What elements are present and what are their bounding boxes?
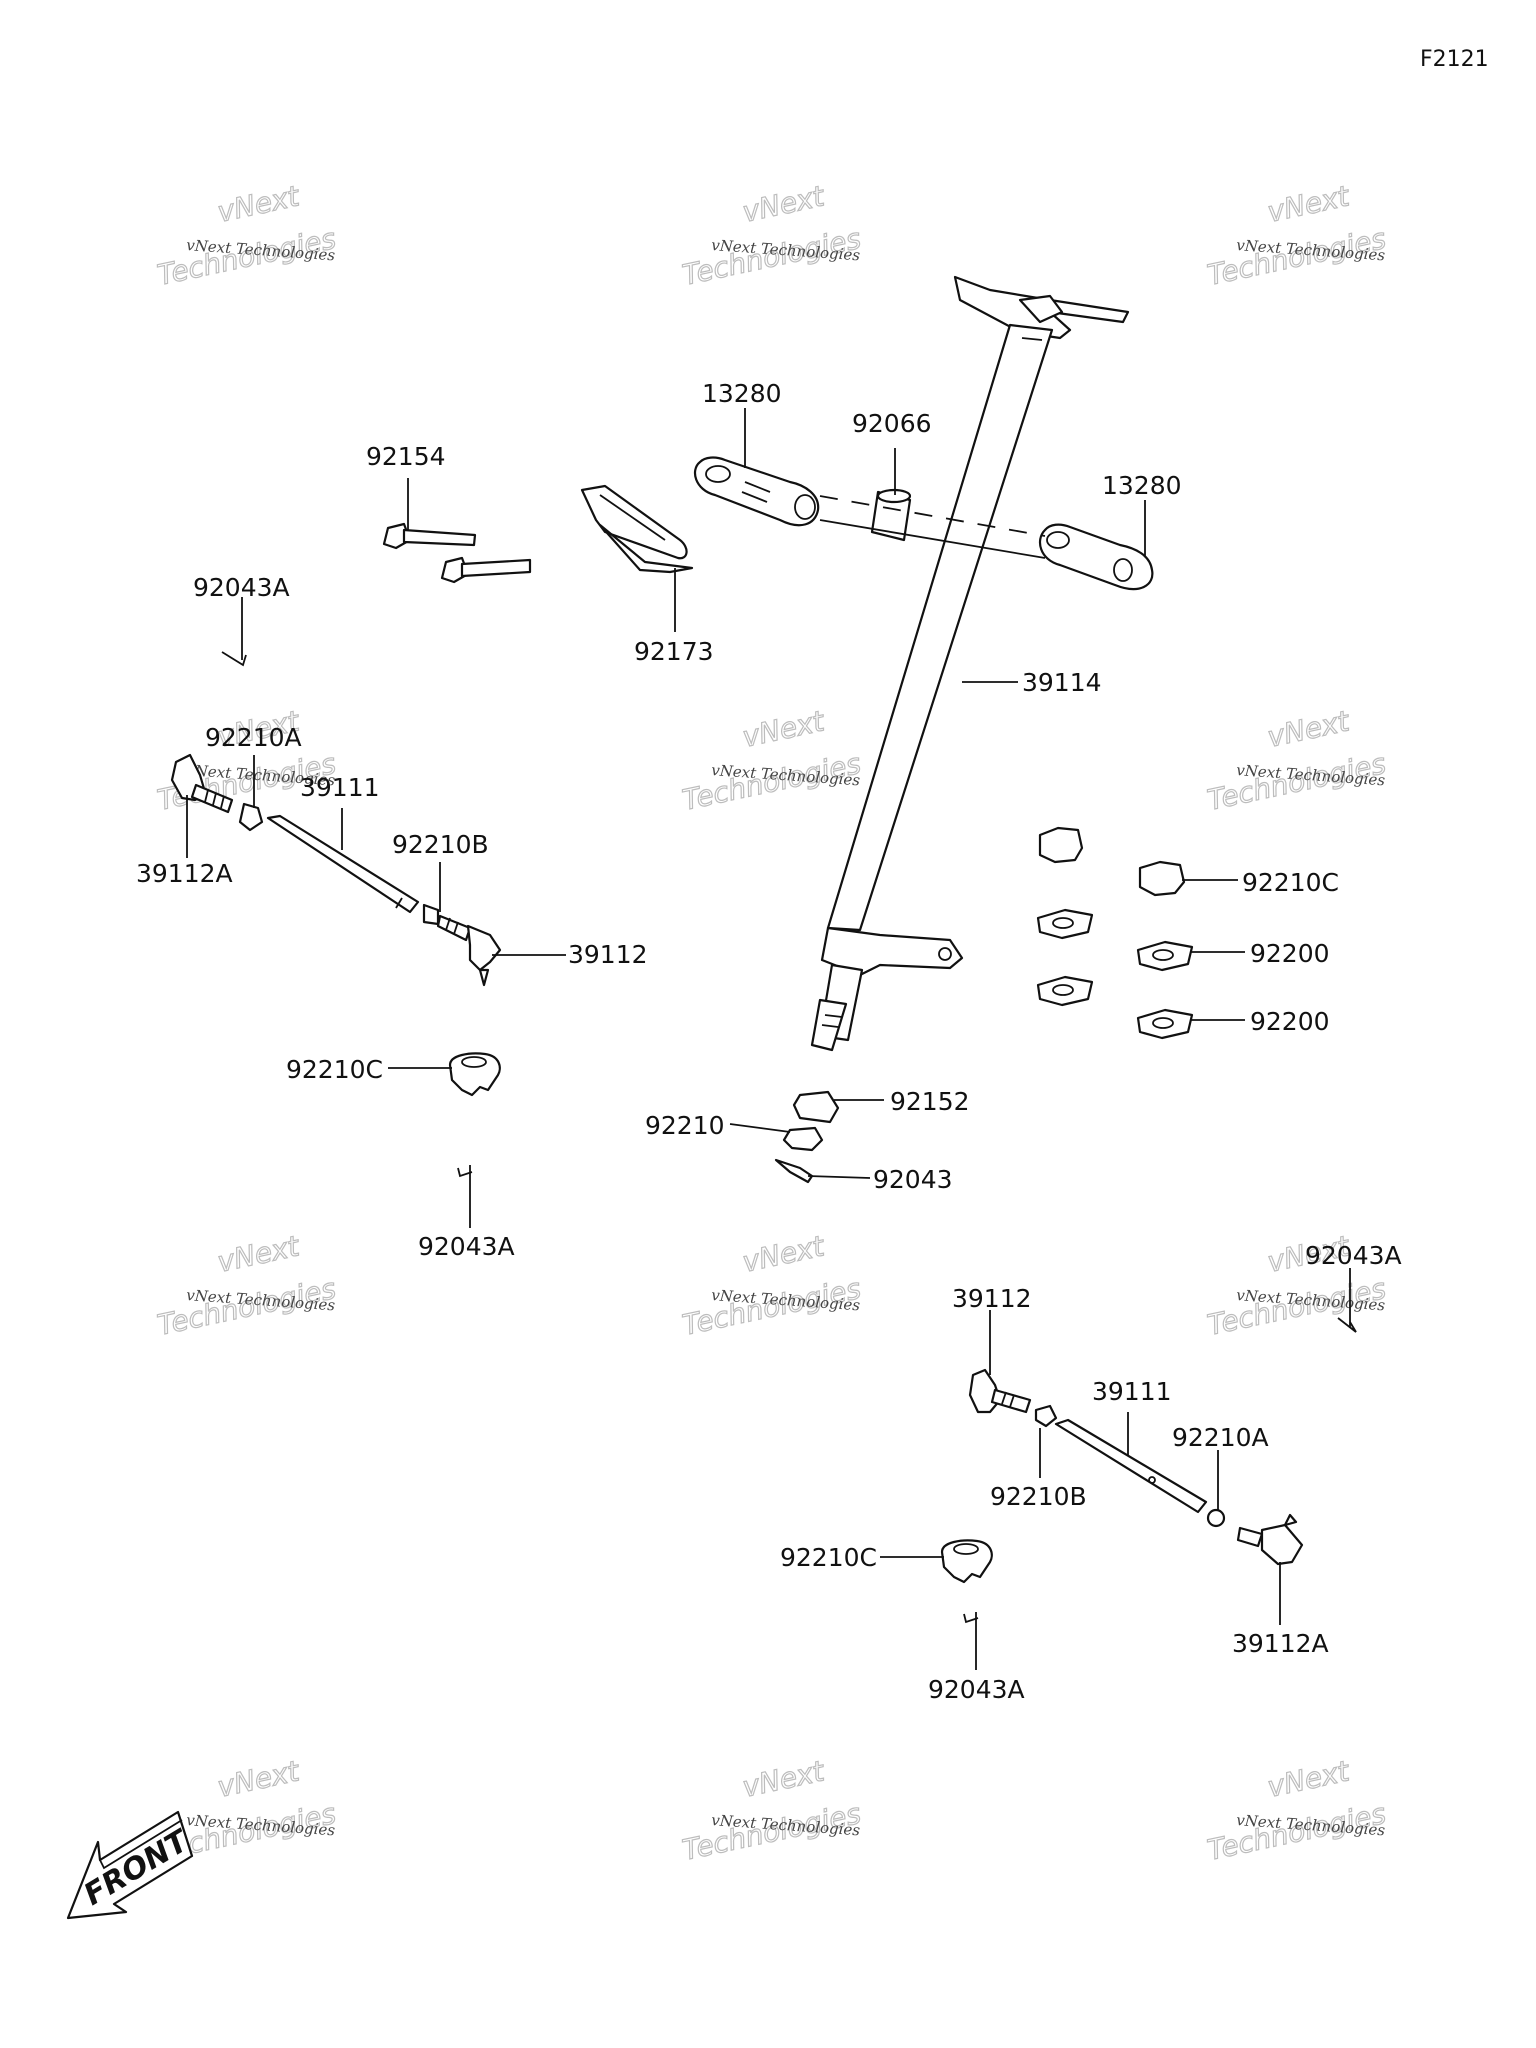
front-arrow: FRONT (66, 1810, 197, 1920)
watermark-2: vNext Technologies vNext Technologies (679, 179, 864, 293)
bracket-13280-right (1038, 523, 1154, 591)
callout-39111-right: 39111 (1092, 1377, 1172, 1406)
callout-92210B-left: 92210B (392, 830, 489, 859)
watermark-8: vNext Technologies vNext Technologies (679, 1229, 864, 1343)
callout-92200-a: 92200 (1250, 939, 1330, 968)
callout-92043A-top-right: 92043A (1305, 1241, 1402, 1270)
callout-92200-b: 92200 (1250, 1007, 1330, 1036)
pin-92043A-top-right (1337, 1317, 1357, 1333)
castle-nut-92210C-b (1138, 860, 1186, 897)
callout-92043A-bottom-right: 92043A (928, 1675, 1025, 1704)
watermark-12: vNext Technologies vNext Technologies (1204, 1754, 1389, 1868)
callout-92043A-top-left: 92043A (193, 573, 290, 602)
tie-rod-end-39112-right (968, 1368, 1032, 1414)
callout-92173: 92173 (634, 637, 714, 666)
callout-92066: 92066 (852, 409, 932, 438)
bracket-13280-left (693, 456, 820, 527)
svg-text:vNext: vNext (740, 704, 828, 754)
callout-92043A-mid-left: 92043A (418, 1232, 515, 1261)
callout-92210B-right: 92210B (990, 1482, 1087, 1511)
svg-text:vNext: vNext (740, 1229, 828, 1279)
callout-92210A-right: 92210A (1172, 1423, 1269, 1452)
pin-92043A-mid-left (457, 1167, 473, 1178)
watermark-7: vNext Technologies vNext Technologies (154, 1229, 339, 1343)
washer-92200-a (1036, 908, 1094, 940)
steering-shaft-39114 (810, 275, 1130, 1052)
locknut-92210B-left (422, 903, 440, 926)
watermark-3: vNext Technologies vNext Technologies (1204, 179, 1389, 293)
svg-text:vNext: vNext (740, 179, 828, 229)
callout-39112-right: 39112 (952, 1284, 1032, 1313)
svg-text:vNext: vNext (740, 1754, 828, 1804)
bolt-92154-upper (382, 522, 477, 550)
washer-92200-d (1136, 1008, 1194, 1040)
watermark-6: vNext Technologies vNext Technologies (1204, 704, 1389, 818)
svg-text:vNext: vNext (215, 1754, 303, 1804)
svg-text:vNext: vNext (1265, 1754, 1353, 1804)
callout-39112A-left: 39112A (136, 859, 233, 888)
washer-92200-c (1036, 975, 1094, 1007)
tie-rod-end-39112A-right (1236, 1513, 1304, 1566)
callout-13280-right: 13280 (1102, 471, 1182, 500)
svg-text:vNext: vNext (215, 179, 303, 229)
pin-92043 (774, 1158, 814, 1184)
callout-92210C-right-stack: 92210C (1242, 868, 1339, 897)
callout-92210C-right: 92210C (780, 1543, 877, 1572)
locknut-92210A-left (238, 802, 264, 832)
nut-92152 (792, 1090, 840, 1124)
callout-13280-left: 13280 (702, 379, 782, 408)
castle-nut-92210C-left (448, 1052, 501, 1097)
tie-rod-39111-right (1054, 1418, 1208, 1514)
callout-92152: 92152 (890, 1087, 970, 1116)
bolt-92154-lower (440, 556, 532, 584)
plate-92173 (580, 484, 694, 574)
callout-92043: 92043 (873, 1165, 953, 1194)
callout-39112-left: 39112 (568, 940, 648, 969)
callout-92210: 92210 (645, 1111, 725, 1140)
watermark-1: vNext Technologies vNext Technologies (154, 179, 339, 293)
tie-rod-end-39112-left (436, 914, 502, 987)
tie-rod-39111-left (266, 814, 420, 914)
locknut-92210A-right (1206, 1508, 1226, 1528)
tie-rod-end-39112A-left (170, 753, 234, 814)
svg-text:vNext: vNext (1265, 704, 1353, 754)
callout-39114: 39114 (1022, 668, 1102, 697)
pin-92043A-bottom-right (963, 1613, 979, 1624)
svg-text:vNext: vNext (215, 1229, 303, 1279)
callout-39112A-right: 39112A (1232, 1629, 1329, 1658)
figure-code: F2121 (1420, 47, 1489, 72)
leader-lines (186, 408, 1351, 1670)
pin-92043A-top-left (221, 651, 247, 667)
locknut-92210B-right (1034, 1404, 1058, 1428)
watermark-11: vNext Technologies vNext Technologies (679, 1754, 864, 1868)
callout-92210A-left: 92210A (205, 723, 302, 752)
svg-text:vNext: vNext (1265, 179, 1353, 229)
washer-92200-b (1136, 940, 1194, 972)
callout-92210C-left: 92210C (286, 1055, 383, 1084)
castle-nut-92210C-a (1038, 826, 1084, 864)
callout-39111-left: 39111 (300, 773, 380, 802)
bushing-92066 (870, 488, 912, 542)
washer-92210 (782, 1126, 824, 1152)
callout-92154: 92154 (366, 442, 446, 471)
castle-nut-92210C-right (940, 1539, 993, 1584)
watermark-5: vNext Technologies vNext Technologies (679, 704, 864, 818)
